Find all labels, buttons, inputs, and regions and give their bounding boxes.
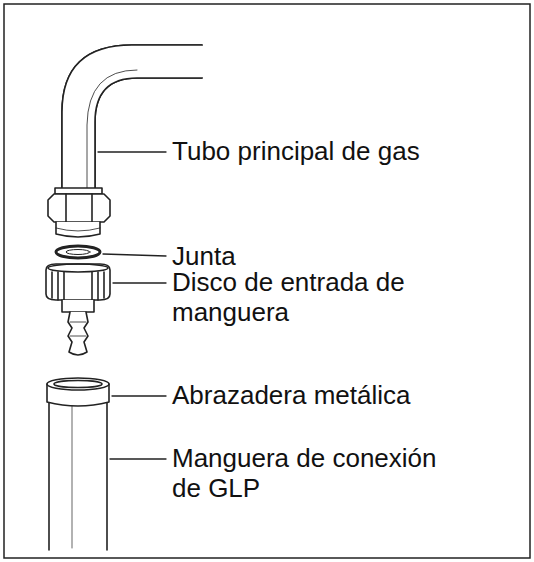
gas-pipe	[62, 45, 202, 188]
part-label: Tubo principal de gas	[172, 137, 512, 167]
metal-clamp	[47, 378, 109, 406]
leader-line	[103, 254, 166, 256]
leader-line	[113, 282, 166, 283]
leader-line	[110, 458, 166, 459]
pipe-nut	[48, 188, 110, 237]
leader-line	[112, 395, 166, 396]
lpg-hose	[49, 388, 107, 550]
leader-lines	[98, 152, 166, 459]
hose-entry-disc	[46, 264, 110, 355]
gasket	[56, 246, 100, 258]
figure-frame	[4, 4, 530, 558]
part-label: Abrazadera metálica	[172, 381, 512, 411]
part-label: Disco de entrada de manguera	[172, 268, 472, 328]
part-label: Manguera de conexión de GLP	[172, 444, 472, 504]
leader-line	[98, 151, 166, 152]
